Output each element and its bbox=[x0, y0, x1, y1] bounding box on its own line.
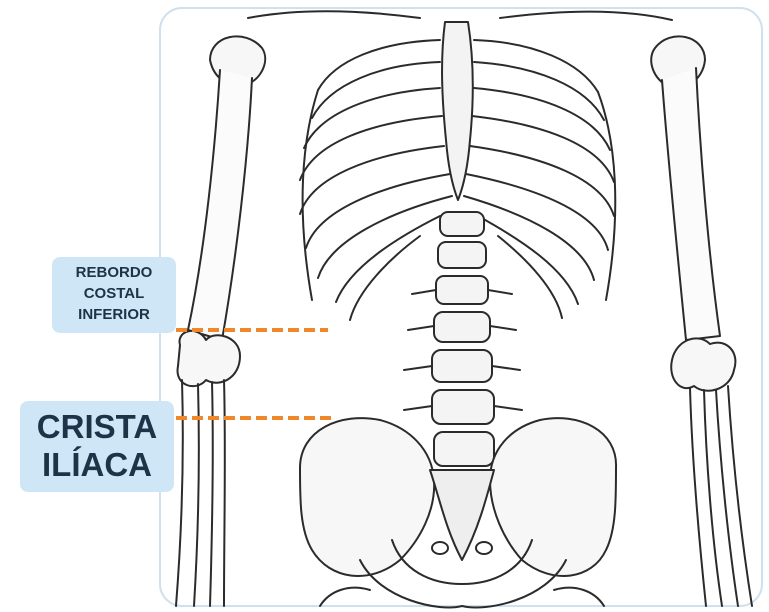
label-line: INFERIOR bbox=[52, 304, 176, 325]
cresta-iliaca-label: CRISTA ILÍACA bbox=[20, 401, 174, 492]
label-line: COSTAL bbox=[52, 283, 176, 304]
right-elbow bbox=[671, 338, 735, 390]
left-elbow bbox=[178, 331, 240, 386]
label-line: ILÍACA bbox=[20, 446, 174, 484]
label-line: REBORDO bbox=[52, 262, 176, 283]
label-line: CRISTA bbox=[20, 408, 174, 446]
rebordo-costal-label: REBORDO COSTAL INFERIOR bbox=[52, 257, 176, 333]
